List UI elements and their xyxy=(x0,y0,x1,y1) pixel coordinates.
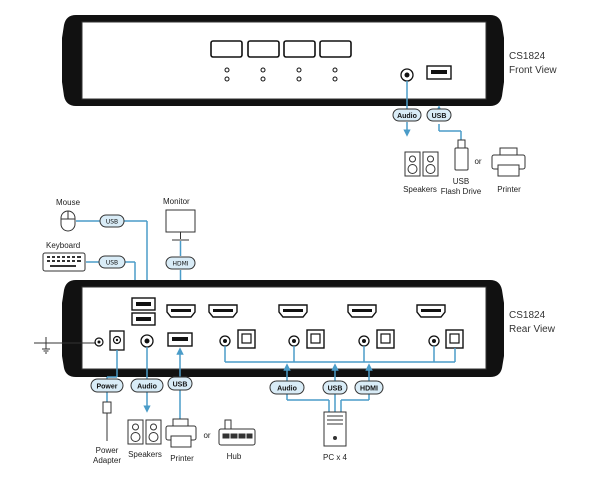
svg-text:Audio: Audio xyxy=(137,384,157,391)
front-usb-tag: USB xyxy=(426,108,452,122)
rear-speakers-icon xyxy=(127,419,162,445)
rear-or-text: or xyxy=(203,431,210,440)
keyboard-usb-tag: USB xyxy=(98,255,126,269)
mouse-usb-tag: USB xyxy=(99,214,125,228)
ground-symbol-icon xyxy=(34,337,96,354)
mouse-icon xyxy=(60,210,76,232)
power-adapter-label-line1: Power xyxy=(96,446,119,455)
usb-hub-icon xyxy=(218,419,256,446)
rear-usb-tag: USB xyxy=(167,376,193,391)
rear-printer-icon xyxy=(165,418,197,448)
pc-label: PC x 4 xyxy=(323,453,348,462)
pc-hdmi-tag: HDMI xyxy=(354,380,384,395)
svg-text:USB: USB xyxy=(328,386,343,393)
rear-grounding-screw xyxy=(94,337,104,347)
front-audio-tag: Audio xyxy=(392,108,422,122)
usb-flash-drive-label-line2: Flash Drive xyxy=(441,187,482,196)
monitor-icon xyxy=(165,209,196,241)
front-port-select-buttons xyxy=(210,40,352,58)
front-speakers-label: Speakers xyxy=(403,185,437,194)
usb-flash-drive-icon xyxy=(454,139,469,171)
monitor-hdmi-tag: HDMI xyxy=(165,256,196,270)
rear-speakers-label: Speakers xyxy=(128,450,162,459)
front-speakers-icon xyxy=(404,151,439,177)
hub-label: Hub xyxy=(227,452,242,461)
power-adapter-icon xyxy=(102,401,112,441)
front-model-label: CS1824 xyxy=(509,51,546,62)
rear-kvm-port-1 xyxy=(208,304,256,349)
rear-cables xyxy=(106,346,456,419)
pc-audio-tag: Audio xyxy=(269,380,305,395)
front-printer-icon xyxy=(491,147,526,177)
svg-text:Audio: Audio xyxy=(277,386,297,393)
rear-peripheral-usb-port xyxy=(167,332,193,347)
keyboard-label: Keyboard xyxy=(46,241,80,250)
svg-text:HDMI: HDMI xyxy=(360,386,378,393)
usb-flash-drive-label-line1: USB xyxy=(453,177,469,186)
rear-kvm-port-2 xyxy=(278,304,325,349)
power-adapter-label-line2: Adapter xyxy=(93,456,121,465)
rear-console-hdmi-port xyxy=(166,304,196,318)
monitor-label: Monitor xyxy=(163,197,190,206)
svg-text:USB: USB xyxy=(106,260,118,267)
rear-kvm-port-3 xyxy=(347,304,395,349)
svg-text:USB: USB xyxy=(173,382,188,389)
svg-text:Audio: Audio xyxy=(397,113,417,120)
rear-view-label: Rear View xyxy=(509,324,556,335)
rear-audio-tag: Audio xyxy=(130,378,164,393)
pc-tower-icon xyxy=(323,411,347,447)
power-tag: Power xyxy=(90,378,124,393)
rear-model-label: CS1824 xyxy=(509,310,546,321)
svg-text:USB: USB xyxy=(432,113,447,120)
pc-usb-tag: USB xyxy=(322,380,348,395)
rear-printer-label: Printer xyxy=(170,454,194,463)
svg-text:USB: USB xyxy=(106,219,118,226)
front-usb-port xyxy=(426,65,452,80)
front-view-label: Front View xyxy=(509,65,557,76)
svg-text:HDMI: HDMI xyxy=(172,261,188,268)
rear-console-usb-ports xyxy=(131,297,156,326)
svg-text:Power: Power xyxy=(96,384,117,391)
front-printer-label: Printer xyxy=(497,185,521,194)
keyboard-icon xyxy=(42,252,86,272)
rear-kvm-port-4 xyxy=(416,304,464,349)
front-or-text: or xyxy=(474,157,481,166)
front-panel xyxy=(62,15,504,106)
mouse-label: Mouse xyxy=(56,198,81,207)
front-port-leds xyxy=(224,67,338,82)
